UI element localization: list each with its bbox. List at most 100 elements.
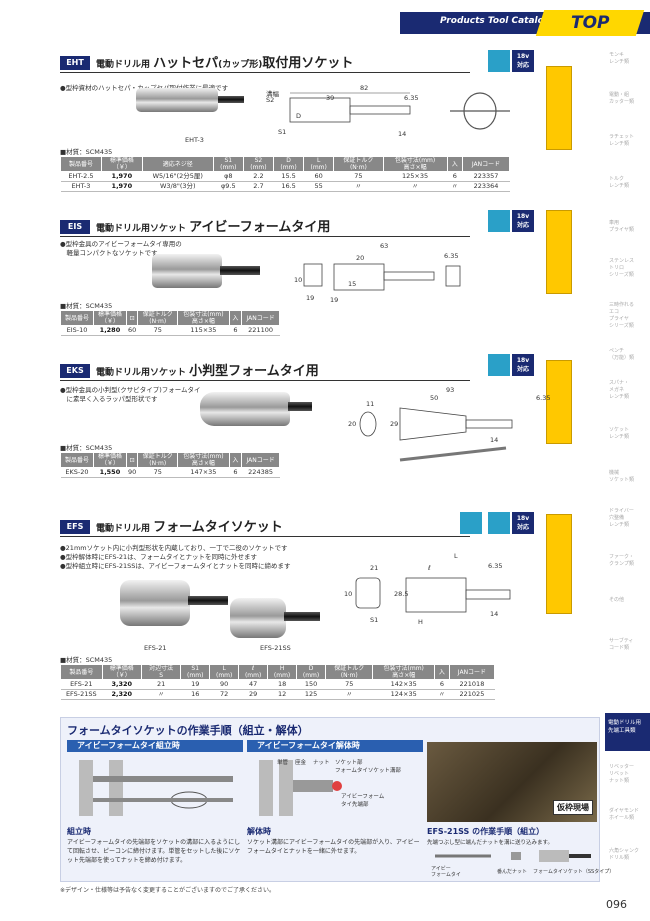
diagram-label: アイビーフォーム bbox=[341, 794, 385, 800]
column-header: L (mm) bbox=[303, 156, 335, 172]
sidebar-item[interactable]: 電動・組 カッター類 bbox=[609, 92, 635, 105]
socket-image bbox=[152, 254, 222, 288]
table-cell: 〃 bbox=[434, 689, 450, 700]
table-cell: 6 bbox=[447, 171, 463, 182]
product-code: EHT bbox=[60, 56, 90, 70]
sidebar-item[interactable]: ペンチ （万能）類 bbox=[609, 348, 635, 361]
efs-diagram bbox=[435, 850, 591, 862]
sidebar-item[interactable]: スパナ・ メガネ レンチ類 bbox=[609, 380, 630, 400]
product-code: EIS bbox=[60, 220, 90, 234]
table-cell: 75 bbox=[333, 171, 384, 182]
column-header: L (mm) bbox=[209, 664, 240, 680]
efs-item: アイビー フォームタイ bbox=[431, 866, 461, 878]
title-underline bbox=[60, 236, 470, 237]
brand-logo: TOP bbox=[535, 10, 645, 36]
sidebar-item[interactable]: 三時作れる エコ プライヤ シリーズ類 bbox=[609, 302, 635, 329]
title-main: 小判型フォームタイ用 bbox=[189, 364, 319, 379]
table-cell: 2.2 bbox=[243, 171, 274, 182]
dim-label: 6.35 bbox=[444, 252, 459, 260]
column-header: 標準価格 （￥） bbox=[100, 156, 143, 172]
column-header: JANコード bbox=[241, 310, 280, 326]
sidebar-item[interactable]: リベッター リベット ナット類 bbox=[609, 764, 635, 784]
diagram-label: ソケット部 bbox=[335, 760, 363, 766]
table-cell: 16.5 bbox=[273, 181, 304, 192]
table-cell: W5/16"(2分5厘) bbox=[142, 171, 214, 182]
drill-shank bbox=[284, 612, 320, 621]
dim-label: 10 bbox=[294, 276, 303, 284]
sidebar-item[interactable]: ファーク・ クランプ類 bbox=[609, 554, 634, 567]
table-cell: W3/8"(3分) bbox=[142, 181, 214, 192]
disassembly-text: ソケット溝部にアイビーフォームタイの先端部が入り、アイビーフォームタイとナットを… bbox=[247, 839, 420, 855]
sidebar-item-active[interactable]: 電動ドリル用 先端工具類 bbox=[605, 713, 650, 751]
dim-label: D bbox=[296, 112, 302, 120]
table-cell: 75 bbox=[137, 325, 178, 336]
table-cell: 1,970 bbox=[101, 181, 143, 192]
dim-label: 14 bbox=[398, 130, 407, 138]
efs-title: EFS-21SS の作業手順（組立） bbox=[427, 827, 545, 836]
table-cell: 75 bbox=[325, 679, 373, 690]
column-header: 包装寸法(mm) 高さ×幅 bbox=[382, 156, 448, 172]
sidebar-item[interactable]: モンキ レンチ類 bbox=[609, 52, 630, 65]
socket-image-efs21ss bbox=[230, 598, 286, 638]
table-cell: EIS-10 bbox=[60, 325, 94, 336]
sidebar-item[interactable]: ラチェット レンチ類 bbox=[609, 134, 635, 147]
procedure-title: フォームタイソケットの作業手順（組立・解体） bbox=[67, 724, 309, 737]
sidebar-item[interactable]: ソケット レンチ類 bbox=[609, 427, 630, 440]
disassembly-diagram bbox=[259, 760, 342, 816]
column-header: 製品番号 bbox=[60, 664, 103, 680]
sidebar-item[interactable]: 車用 プライヤ類 bbox=[609, 220, 634, 233]
sidebar-item[interactable]: その他 bbox=[609, 597, 625, 603]
footnote: ※デザイン・仕様等は予告なく変更することがございますのでご了承ください。 bbox=[60, 887, 276, 894]
sidebar-active-label: 電動ドリル用 先端工具類 bbox=[608, 720, 642, 734]
table-cell: 125 bbox=[296, 689, 326, 700]
product-label: EHT-3 bbox=[185, 136, 204, 144]
title-pre: 電動ドリル用 bbox=[96, 524, 154, 534]
sidebar-item[interactable]: 六角シャンク ドリル類 bbox=[609, 848, 640, 861]
drill-shank bbox=[216, 96, 244, 103]
table-cell: 〃 bbox=[141, 689, 181, 700]
dim-label: 19 bbox=[306, 294, 315, 302]
18v-badge: 18v 対応 bbox=[512, 50, 534, 72]
photo-caption: 仮枠現場 bbox=[553, 800, 593, 815]
sidebar-item[interactable]: 機械 ソケット類 bbox=[609, 470, 635, 483]
column-header: D (mm) bbox=[272, 156, 305, 172]
sidebar-item[interactable]: ステンレス トリロ シリーズ類 bbox=[609, 258, 635, 278]
sidebar-item[interactable]: サーブティ コード類 bbox=[609, 638, 634, 651]
section-eks: EKS 電動ドリル用ソケット 小判型フォームタイ用 18v 対応 ●型枠金具の小… bbox=[60, 354, 605, 494]
dim-label: 19 bbox=[330, 296, 339, 304]
column-header: ℓ (mm) bbox=[238, 664, 269, 680]
table-cell: 〃 bbox=[447, 181, 463, 192]
product-code: EKS bbox=[60, 364, 90, 378]
sidebar-item[interactable]: ダイヤモンド ホイール類 bbox=[609, 808, 639, 821]
disassembly-heading: 解体時 bbox=[247, 827, 271, 836]
table-cell: 〃 bbox=[383, 181, 448, 192]
dim-label: L bbox=[454, 552, 458, 560]
title-pre: 電動ドリル用 bbox=[96, 60, 154, 70]
socket-image bbox=[136, 88, 218, 112]
section-eis: EIS 電動ドリル用ソケット アイビーフォームタイ用 18v 対応 ●型枠金具の… bbox=[60, 210, 605, 340]
dim-label: 6.35 bbox=[404, 94, 419, 102]
table-cell: 29 bbox=[238, 689, 268, 700]
title-underline bbox=[60, 72, 470, 73]
drill-icon bbox=[488, 210, 510, 232]
sidebar-item[interactable]: トルク レンチ類 bbox=[609, 176, 630, 189]
table-cell: 3,320 bbox=[102, 679, 142, 690]
sidebar-item[interactable]: ドライバー 穴整備 レンチ類 bbox=[609, 508, 634, 528]
title-underline bbox=[60, 380, 470, 381]
column-header: 保証トルク (N·m) bbox=[137, 310, 179, 326]
section-efs: EFS 電動ドリル用 フォームタイソケット 18v 対応 ●21mmソケット内に… bbox=[60, 512, 605, 700]
table-cell: 47 bbox=[238, 679, 268, 690]
package-image bbox=[546, 360, 572, 444]
procedure-box: フォームタイソケットの作業手順（組立・解体） アイビーフォームタイ組立時 アイビ… bbox=[60, 717, 614, 882]
title-pre: 電動ドリル用ソケット bbox=[96, 224, 190, 234]
table-cell: 142×35 bbox=[372, 679, 435, 690]
package-image bbox=[546, 66, 572, 150]
table-cell: 〃 bbox=[333, 181, 384, 192]
table-cell: 2,320 bbox=[102, 689, 142, 700]
brand-logo-text: TOP bbox=[570, 13, 610, 33]
dimension-drawing bbox=[289, 92, 411, 123]
feature-bullet: 軽量コンパクトなソケットです bbox=[60, 249, 158, 257]
